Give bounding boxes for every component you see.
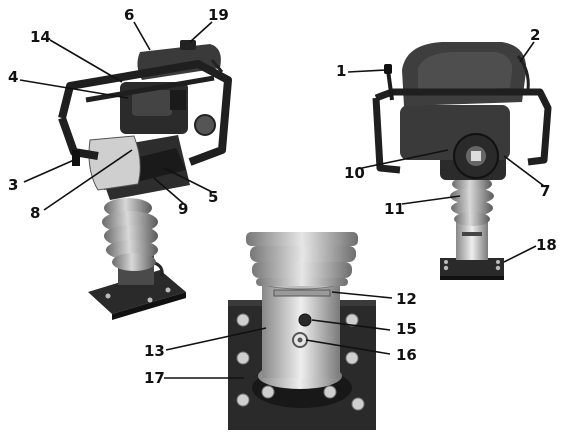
callout-17: 17 <box>144 369 165 387</box>
bolt-icon <box>236 313 250 327</box>
bolt-icon <box>323 385 337 399</box>
bolt-icon <box>236 393 250 407</box>
leader-line-8 <box>43 149 133 211</box>
callout-13: 13 <box>144 342 165 360</box>
leader-line-14 <box>49 39 123 83</box>
leader-line-10 <box>361 149 449 169</box>
leader-lines <box>19 21 545 379</box>
callout-9: 9 <box>178 200 189 218</box>
leader-line-16 <box>305 339 391 355</box>
bolt-icon <box>345 313 359 327</box>
callout-6: 6 <box>124 6 135 24</box>
rammer-right-view <box>372 42 552 280</box>
base-plate-right <box>440 258 504 278</box>
leader-line-5 <box>163 167 213 193</box>
leader-line-2 <box>519 41 535 63</box>
handle-frame-right <box>372 97 401 174</box>
bolt-icon <box>147 297 153 303</box>
guide-cylinder <box>262 282 340 378</box>
rammer-left-view <box>58 40 232 320</box>
callout-12: 12 <box>396 290 417 308</box>
callout-7: 7 <box>540 182 551 200</box>
throttle-lever <box>386 69 394 101</box>
bolt-icon <box>261 385 275 399</box>
leader-line-18 <box>503 245 537 263</box>
bellows-right <box>450 176 494 226</box>
bolt-icon <box>351 397 365 411</box>
leader-line-3 <box>23 159 75 183</box>
bellows-left <box>102 198 158 271</box>
callout-5: 5 <box>208 188 219 206</box>
callout-15: 15 <box>396 320 417 338</box>
bolt-icon <box>105 293 111 299</box>
callout-18: 18 <box>536 236 557 254</box>
callout-14: 14 <box>30 28 51 46</box>
handle-frame-left <box>58 60 232 166</box>
leader-line-19 <box>189 21 213 43</box>
base-detail-closeup <box>228 232 376 430</box>
callout-8: 8 <box>30 204 41 222</box>
callout-16: 16 <box>396 346 417 364</box>
leg-right <box>456 222 488 260</box>
bolt-icon <box>236 351 250 365</box>
callout-1: 1 <box>336 62 347 80</box>
leader-line-4 <box>19 79 129 99</box>
leader-line-15 <box>311 319 391 331</box>
callout-4: 4 <box>8 68 19 86</box>
air-filter-left <box>88 135 141 191</box>
callout-2: 2 <box>530 26 541 44</box>
callout-19: 19 <box>208 6 229 24</box>
bolt-icon <box>345 351 359 365</box>
leader-line-1 <box>347 69 387 73</box>
leader-line-9 <box>153 177 185 205</box>
leader-line-7 <box>503 155 545 187</box>
fuel-cap-left <box>180 40 196 50</box>
callout-10: 10 <box>344 164 365 182</box>
oil-fill-plug <box>298 313 312 327</box>
callout-3: 3 <box>8 176 19 194</box>
callout-11: 11 <box>384 200 405 218</box>
leader-line-6 <box>133 21 151 51</box>
bellows-closeup <box>246 232 358 286</box>
bolt-icon <box>165 287 171 293</box>
leader-line-13 <box>165 327 267 351</box>
base-plate-left <box>88 270 186 314</box>
leader-line-11 <box>401 195 461 205</box>
clamp-band <box>273 289 331 297</box>
leader-line-12 <box>331 291 393 299</box>
